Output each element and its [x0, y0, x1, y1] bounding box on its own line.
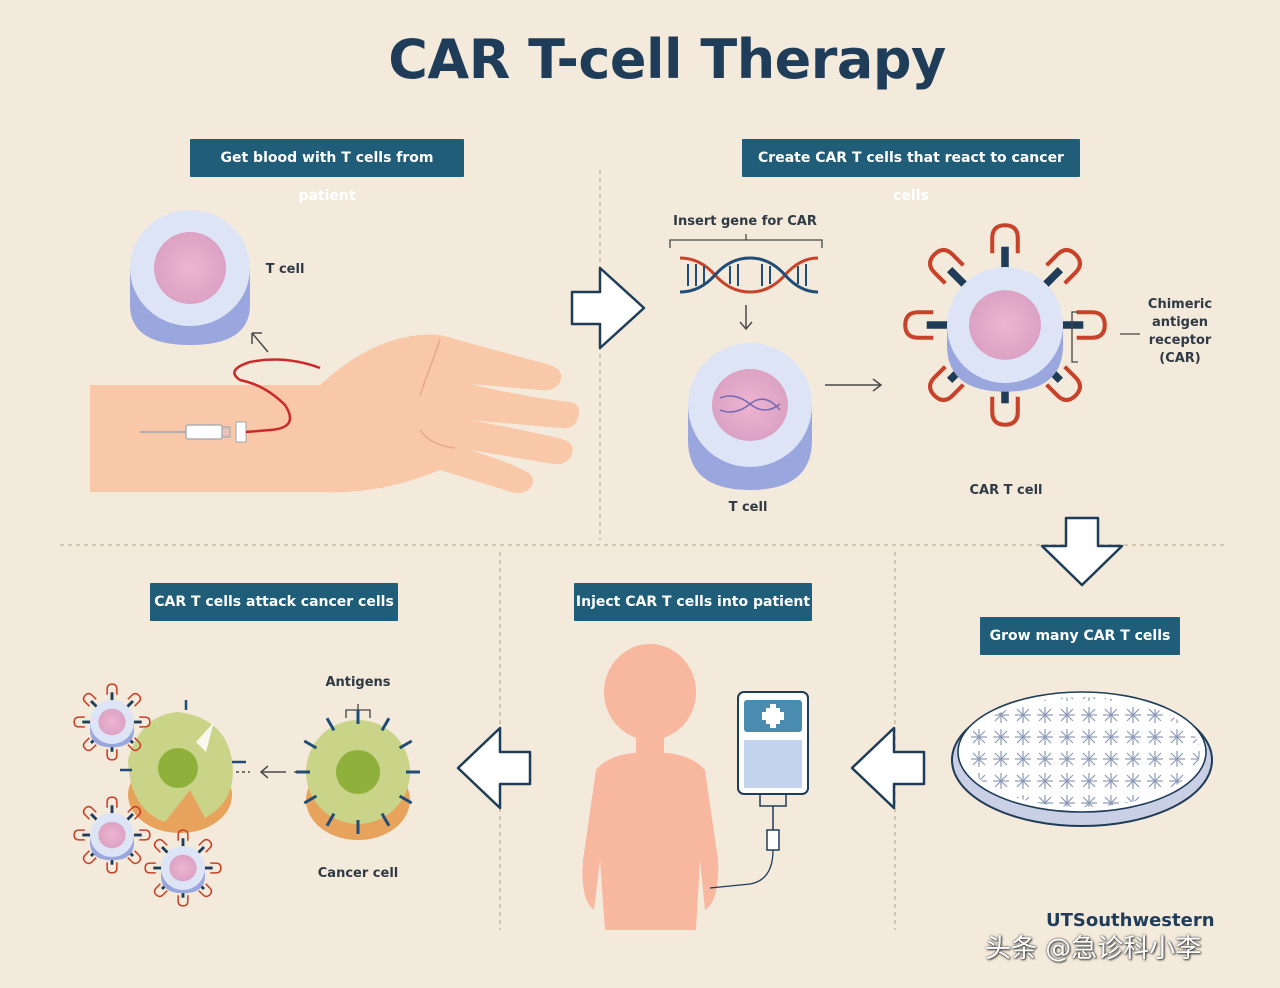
arrow-left-small-icon: [236, 766, 300, 778]
arrow-left-icon-2: [458, 728, 530, 808]
label-chimeric-4: (CAR): [1130, 351, 1230, 366]
patient-silhouette-icon: [582, 644, 718, 930]
label-t-cell-2: T cell: [722, 500, 774, 515]
destroyed-cancer-cell-icon: [120, 700, 246, 833]
label-chimeric-2: antigen: [1130, 315, 1230, 330]
arrow-down-small-icon: [740, 305, 752, 329]
cancer-cell-icon: [296, 710, 420, 840]
dna-strand-icon: [680, 258, 818, 292]
label-car-t-cell: CAR T cell: [958, 483, 1054, 498]
t-cell-step1-icon: [130, 210, 250, 345]
arrow-up-small-icon: [252, 333, 268, 352]
t-cell-step2-icon: [688, 343, 812, 490]
watermark-text: 头条 @急诊科小李: [985, 928, 1201, 965]
arm-illustration: [90, 335, 579, 493]
label-t-cell-1: T cell: [260, 262, 310, 277]
label-chimeric-3: receptor: [1130, 333, 1230, 348]
arrow-right-icon: [572, 268, 644, 348]
iv-bag-icon: [710, 692, 808, 888]
car-t-cell-icon: [905, 225, 1105, 425]
petri-dish-icon: [952, 692, 1212, 826]
label-insert-gene: Insert gene for CAR: [660, 214, 830, 229]
label-chimeric-1: Chimeric: [1130, 297, 1230, 312]
arrow-right-small-icon: [825, 379, 881, 391]
dna-bracket-icon: [670, 234, 822, 248]
arrow-down-icon: [1042, 518, 1122, 585]
arrow-left-icon-1: [852, 728, 924, 808]
label-cancer-cell: Cancer cell: [306, 866, 410, 881]
label-antigens: Antigens: [318, 675, 398, 690]
